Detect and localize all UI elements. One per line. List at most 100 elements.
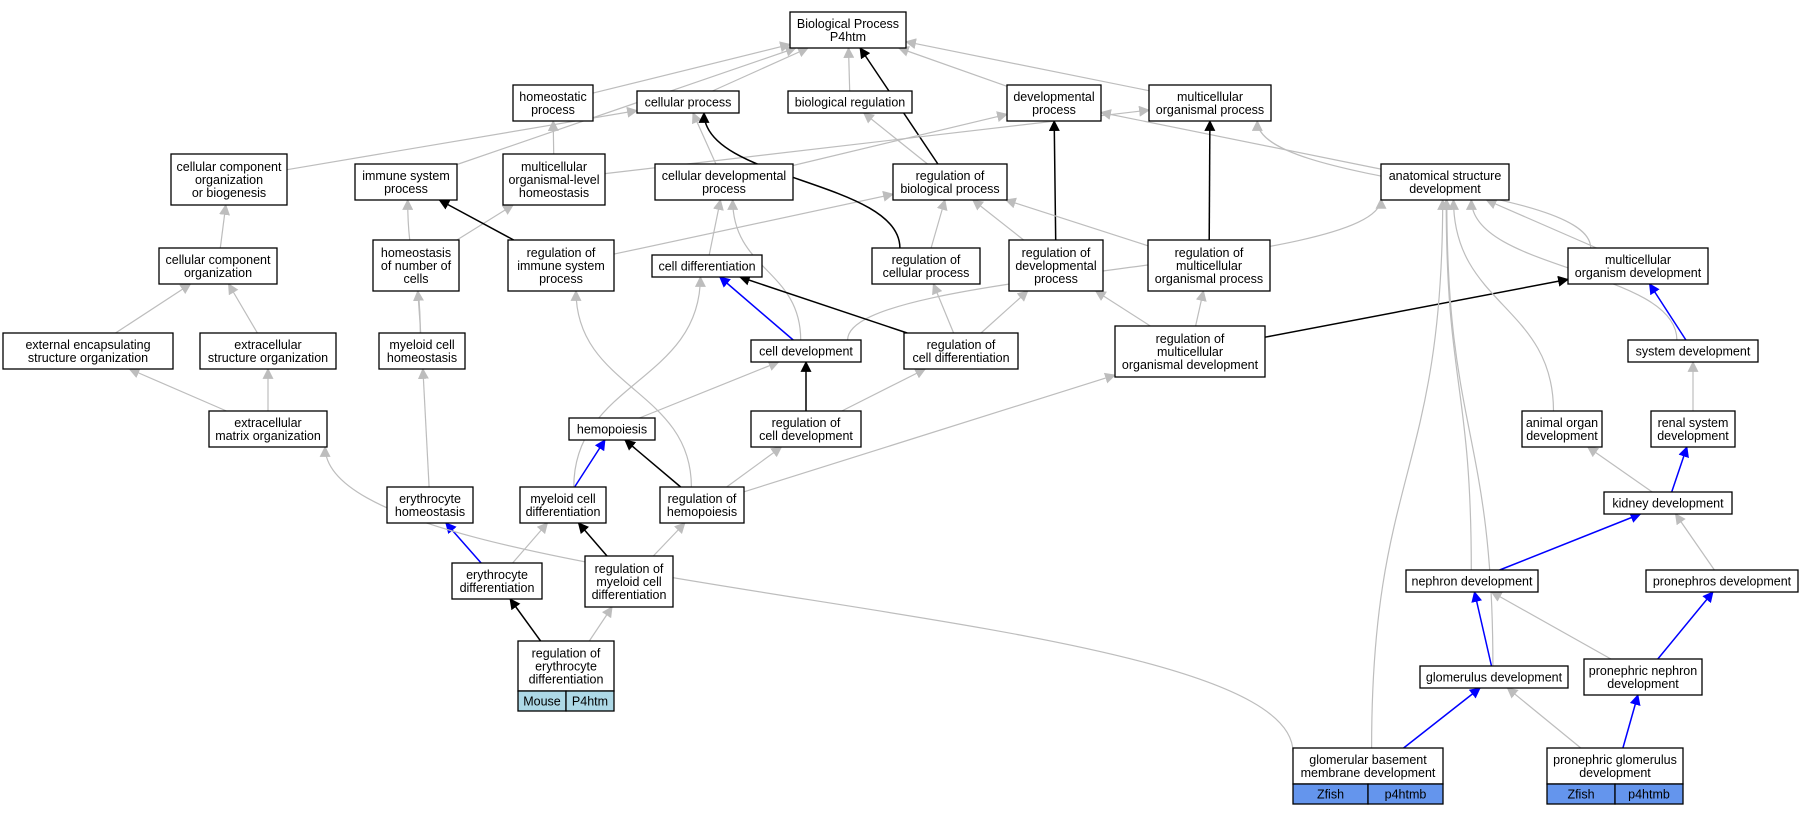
edges-layer bbox=[115, 38, 1715, 753]
node-label: process bbox=[539, 272, 583, 286]
node-label: development bbox=[1579, 766, 1651, 780]
edge-cellproc-to-bp bbox=[712, 47, 810, 92]
edge-ecmorg-to-extencap bbox=[128, 367, 227, 412]
node-label: organismal-level bbox=[508, 173, 599, 187]
node-label: of number of bbox=[381, 259, 452, 273]
node-label: nephron development bbox=[1412, 575, 1533, 589]
node-regeryth[interactable]: regulation oferythrocytedifferentiationM… bbox=[517, 640, 615, 712]
node-label: multicellular bbox=[521, 160, 587, 174]
edge-devproc-to-bp bbox=[897, 46, 1008, 87]
node-box bbox=[158, 247, 278, 285]
edge-celldev-to-anatdev bbox=[847, 197, 1387, 341]
edge-regdevproc-to-regbio bbox=[972, 199, 1024, 241]
gene-label: p4htmb bbox=[1628, 788, 1670, 802]
node-box bbox=[170, 153, 288, 206]
edge-animalorgan-to-anatdev bbox=[1448, 198, 1555, 412]
edge-regmultiorg-to-regbio bbox=[1004, 197, 1149, 247]
node-label: differentiation bbox=[460, 581, 535, 595]
edge-kidney-to-renal bbox=[1670, 445, 1689, 493]
node-celldev[interactable]: cell development bbox=[750, 339, 862, 363]
node-label: regulation of bbox=[892, 253, 961, 267]
species-tag-cell bbox=[565, 690, 615, 712]
node-box bbox=[517, 640, 615, 692]
edge-hemo-to-celldev bbox=[639, 360, 780, 419]
edge-glomdev-to-nephron bbox=[1471, 590, 1493, 667]
species-tag-cell bbox=[1367, 783, 1444, 805]
node-label: regulation of bbox=[1175, 246, 1244, 260]
edge-erythdiff-to-erythhomeo bbox=[445, 522, 482, 564]
edge-nephron-to-kidney bbox=[1499, 512, 1642, 571]
node-label: developmental bbox=[1015, 259, 1096, 273]
edge-pronephros-to-kidney bbox=[1674, 513, 1715, 571]
edge-regcellproc-to-regbio bbox=[930, 198, 948, 249]
edge-pronnephron-to-pronephros bbox=[1657, 591, 1714, 660]
node-celldiff[interactable]: cell differentiation bbox=[651, 254, 763, 278]
edge-bioreg-to-bp bbox=[843, 46, 855, 92]
edge-myeloiddiff-to-celldiff bbox=[573, 275, 706, 488]
node-label: homeostasis bbox=[519, 186, 589, 200]
node-label: multicellular bbox=[1176, 259, 1242, 273]
node-label: cell differentiation bbox=[658, 260, 755, 274]
node-hemo[interactable]: hemopoiesis bbox=[568, 417, 656, 441]
node-glomdev[interactable]: glomerulus development bbox=[1419, 665, 1569, 689]
node-bioreg[interactable]: biological regulation bbox=[787, 90, 913, 114]
edge-regcellproc-to-cellproc bbox=[698, 111, 901, 249]
node-label: organism development bbox=[1575, 266, 1702, 280]
node-label: organization bbox=[184, 266, 252, 280]
node-label: multicellular bbox=[1177, 90, 1243, 104]
node-kidney[interactable]: kidney development bbox=[1603, 491, 1733, 515]
node-label: hemopoiesis bbox=[667, 505, 737, 519]
node-label: organismal process bbox=[1156, 103, 1264, 117]
node-label: erythrocyte bbox=[535, 660, 597, 674]
node-nephron[interactable]: nephron development bbox=[1405, 569, 1539, 593]
edge-myeloiddiff-to-hemo bbox=[573, 439, 606, 488]
edge-regeryth-to-erythdiff bbox=[509, 598, 542, 642]
node-sysdev[interactable]: system development bbox=[1627, 339, 1759, 363]
node-label: regulation of bbox=[916, 169, 985, 183]
node-cellproc[interactable]: cellular process bbox=[636, 90, 740, 114]
node-label: system development bbox=[1636, 345, 1751, 359]
node-label: cells bbox=[403, 272, 428, 286]
node-box bbox=[451, 562, 543, 600]
edge-regmultidev-to-regmultiorg bbox=[1195, 289, 1207, 327]
node-box bbox=[651, 254, 763, 278]
node-pronephros[interactable]: pronephros development bbox=[1645, 569, 1799, 593]
gene-label: p4htmb bbox=[1385, 788, 1427, 802]
node-label: or biogenesis bbox=[192, 186, 266, 200]
